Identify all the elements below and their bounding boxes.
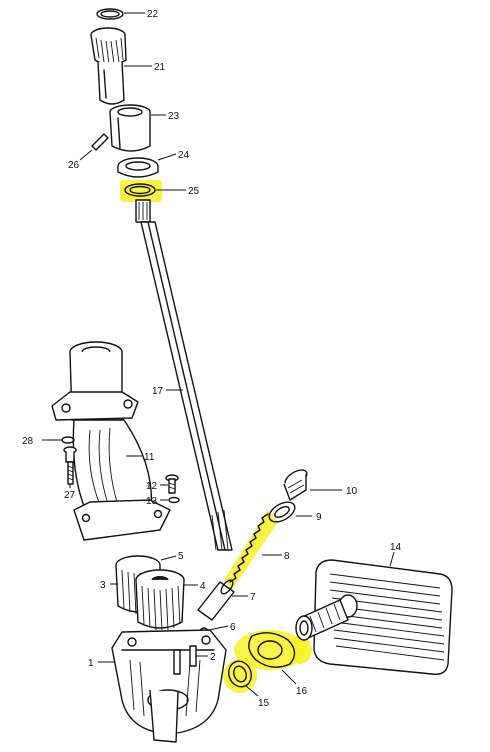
part-22-circlip <box>96 8 145 20</box>
callout-14: 14 <box>390 542 402 553</box>
part-14-filter <box>313 551 453 675</box>
callout-9: 9 <box>316 512 322 523</box>
part-23-bush <box>109 104 166 152</box>
callout-6: 6 <box>230 622 236 633</box>
callout-7: 7 <box>250 592 256 603</box>
part-15-ring <box>228 660 259 697</box>
callout-15: 15 <box>258 698 270 709</box>
part-4-pump-gear <box>135 569 198 631</box>
callout-1: 1 <box>88 658 94 669</box>
callout-24: 24 <box>178 150 190 161</box>
callout-8: 8 <box>284 551 290 562</box>
callout-23: 23 <box>168 111 180 122</box>
callout-21: 21 <box>154 62 166 73</box>
part-25-ring <box>124 183 186 197</box>
callout-11: 11 <box>144 452 155 463</box>
part-11-pump-body <box>51 341 171 541</box>
callout-10: 10 <box>346 486 358 497</box>
part-28-washer <box>42 436 75 444</box>
filter-connector <box>295 594 358 641</box>
part-13-washer <box>160 496 180 504</box>
part-2-spindle <box>173 645 208 675</box>
callout-17: 17 <box>152 386 164 397</box>
part-16-gasket <box>248 632 297 685</box>
callout-labels: 22 21 23 26 24 25 17 28 11 12 27 13 10 9… <box>22 9 402 709</box>
part-8-spring <box>229 513 282 583</box>
callout-25: 25 <box>188 186 200 197</box>
callout-5: 5 <box>178 551 184 562</box>
callout-26: 26 <box>68 160 80 171</box>
part-21-drive-gear <box>90 27 152 105</box>
highlight-part-8 <box>224 510 278 590</box>
part-1-lower-body <box>98 629 227 743</box>
callout-4: 4 <box>200 581 206 592</box>
callout-3: 3 <box>100 580 106 591</box>
callout-28: 28 <box>22 436 34 447</box>
callout-16: 16 <box>296 686 308 697</box>
part-9-washer <box>268 501 312 523</box>
callout-27: 27 <box>64 490 76 501</box>
part-26-pin <box>79 133 109 161</box>
highlight-part-16-nut <box>288 636 312 664</box>
callout-22: 22 <box>147 9 159 20</box>
part-12-screw <box>160 474 179 494</box>
part-10-plug <box>283 469 342 501</box>
highlight-part-25 <box>120 180 162 202</box>
callout-2: 2 <box>210 652 216 663</box>
part-17-spindle-shaft <box>135 199 233 551</box>
part-27-bolt <box>63 446 77 488</box>
part-24-thrust-washer <box>117 153 177 178</box>
callout-13: 13 <box>146 496 158 507</box>
callout-12: 12 <box>146 481 158 492</box>
